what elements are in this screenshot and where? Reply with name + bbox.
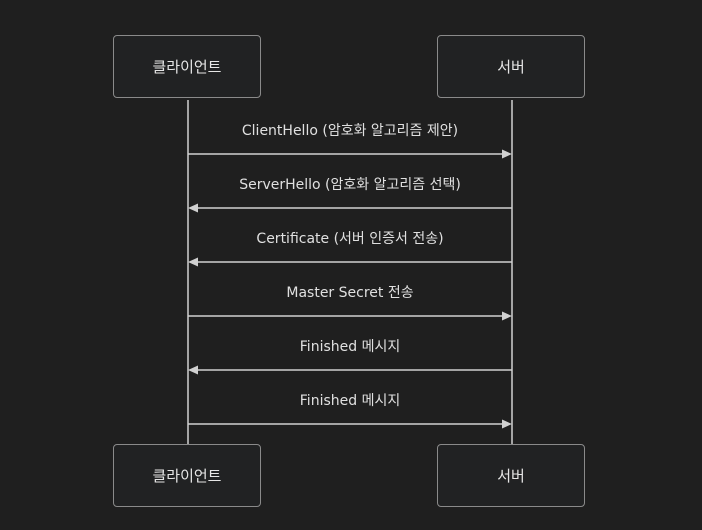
arrowhead-icon — [188, 203, 198, 213]
arrowhead-icon — [188, 365, 198, 375]
message-label: ServerHello (암호화 알고리즘 선택) — [239, 177, 461, 193]
participant-client-top: 클라이언트 — [113, 35, 261, 98]
message-label: Certificate (서버 인증서 전송) — [256, 231, 444, 247]
message-label: Master Secret 전송 — [286, 285, 414, 301]
arrowhead-icon — [502, 149, 512, 159]
participant-client-bottom: 클라이언트 — [113, 444, 261, 507]
arrowhead-icon — [188, 257, 198, 267]
arrowhead-icon — [502, 419, 512, 429]
participant-server-top: 서버 — [437, 35, 585, 98]
message-label: Finished 메시지 — [299, 393, 401, 409]
participant-server-bottom: 서버 — [437, 444, 585, 507]
arrowhead-icon — [502, 311, 512, 321]
message-label: ClientHello (암호화 알고리즘 제안) — [241, 123, 459, 139]
message-label: Finished 메시지 — [299, 339, 401, 355]
